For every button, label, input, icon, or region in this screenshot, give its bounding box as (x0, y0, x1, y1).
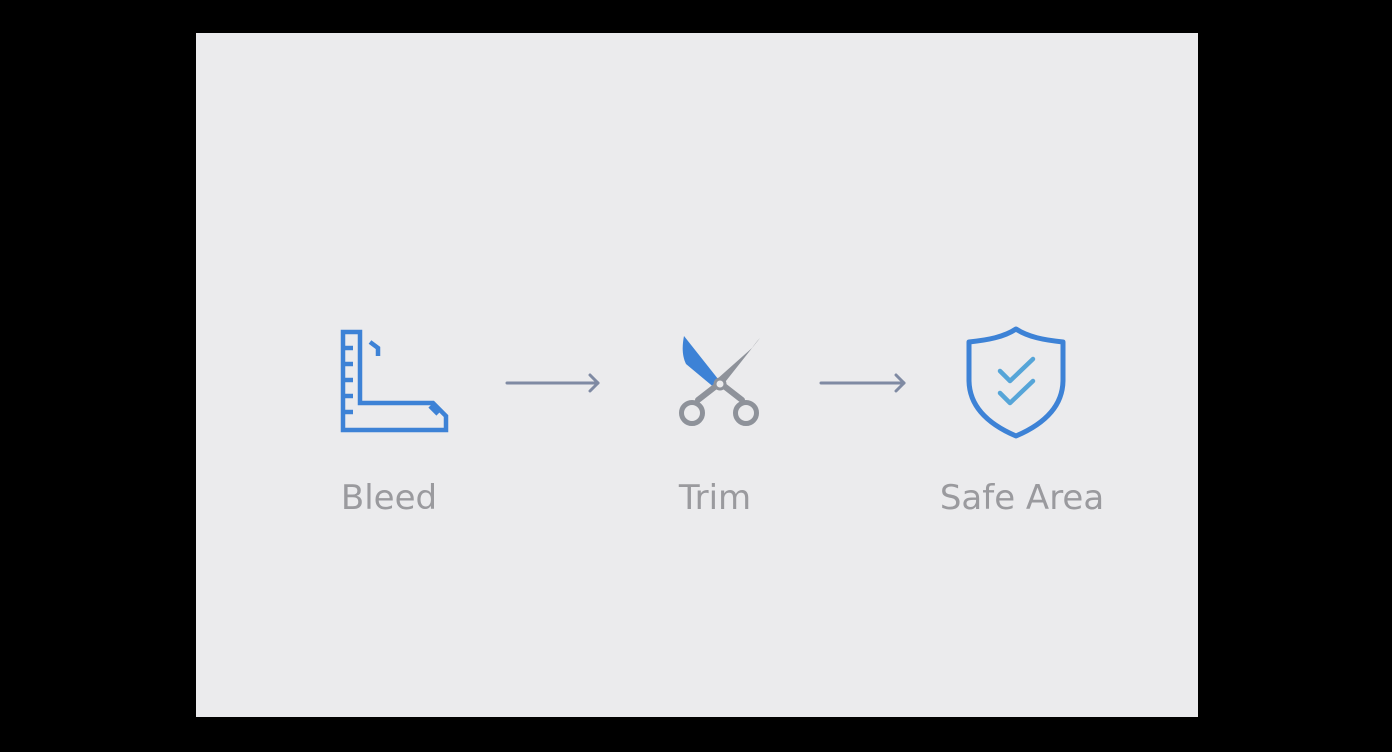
step-label-safe-area: Safe Area (939, 478, 1105, 518)
arrow-right-icon (505, 373, 600, 393)
step-label-bleed: Bleed (340, 478, 438, 518)
diagram-card (196, 33, 1198, 717)
arrow-right-icon (819, 373, 906, 393)
ruler-corner-icon (340, 329, 449, 433)
step-label-trim: Trim (678, 478, 752, 518)
scissors-icon (679, 336, 760, 426)
shield-check-icon (966, 326, 1066, 439)
